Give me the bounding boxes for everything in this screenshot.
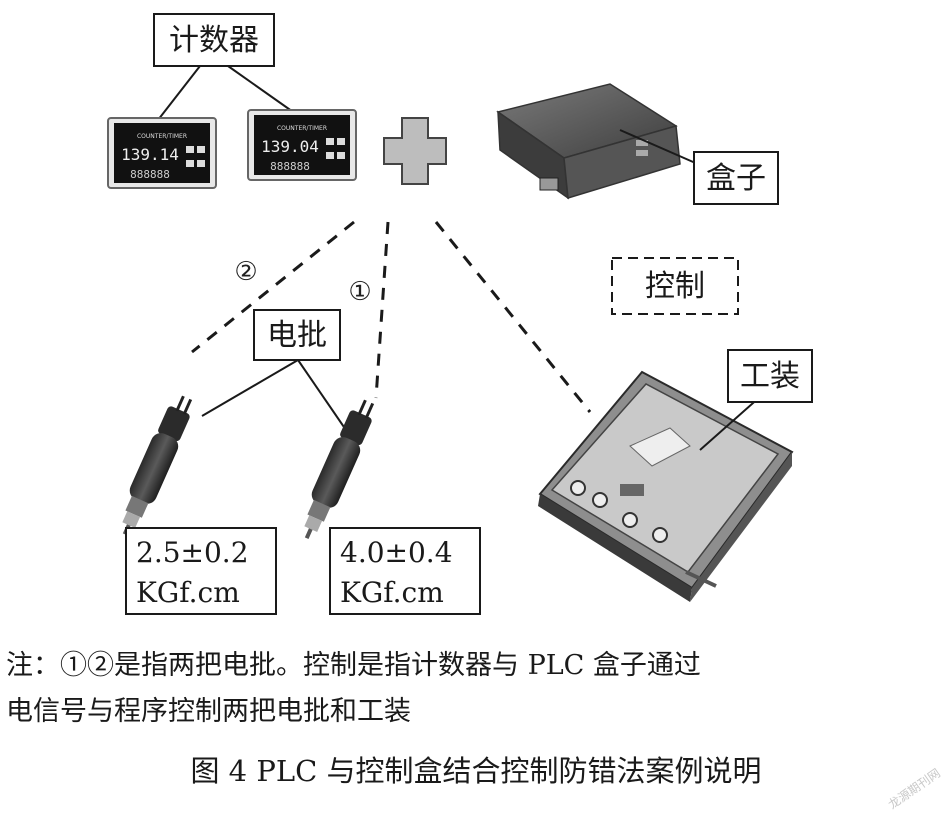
counter-2-header: COUNTER/TIMER (277, 125, 327, 132)
link-line-one (374, 221, 390, 399)
counter-2-bottom-value: 888888 (270, 160, 310, 173)
counter-device-1: COUNTER/TIMER 139.14 888888 (107, 117, 217, 189)
counter-label: 计数器 (169, 23, 259, 58)
plc-box-device (496, 83, 681, 200)
screwdriver-connector-right (297, 359, 347, 431)
box-connector (619, 129, 701, 166)
fixture-label-box: 工装 (727, 349, 813, 403)
counter-device-2: COUNTER/TIMER 139.04 888888 (247, 109, 357, 181)
spec-box-right: 4.0±0.4 KGf.cm (329, 527, 481, 615)
spec-right-value: 4.0±0.4 (340, 536, 453, 569)
control-label-box: 控制 (611, 257, 739, 315)
counter-1-top-value: 139.14 (121, 145, 179, 164)
counter-1-header: COUNTER/TIMER (137, 133, 187, 140)
counter-label-box: 计数器 (153, 13, 275, 67)
screwdriver-label-box: 电批 (253, 309, 341, 361)
figure-caption: 图 4 PLC 与控制盒结合控制防错法案例说明 (190, 754, 762, 788)
screwdriver-label: 电批 (267, 318, 327, 353)
counter-connector-left (157, 65, 201, 121)
screwdriver-device-2 (304, 399, 375, 540)
screwdriver-device-1 (122, 395, 193, 536)
note-line-2: 电信号与程序控制两把电批和工装 (6, 696, 411, 727)
fixture-label: 工装 (740, 359, 800, 394)
plus-icon (383, 117, 447, 185)
fixture-device (538, 370, 794, 602)
spec-left-value: 2.5±0.2 (136, 536, 249, 569)
note-line-1: 注：①②是指两把电批。控制是指计数器与 PLC 盒子通过 (6, 650, 701, 681)
box-label-box: 盒子 (693, 151, 779, 205)
control-label: 控制 (645, 269, 705, 304)
counter-connector-right (227, 65, 297, 115)
spec-right-unit: KGf.cm (340, 576, 444, 609)
marker-two: ② (234, 257, 257, 287)
counter-1-bottom-value: 888888 (130, 168, 170, 181)
plc-control-diagram: 计数器 COUNTER/TIMER 139.14 888888 COUNTER/… (107, 13, 813, 615)
counter-2-top-value: 139.04 (261, 137, 319, 156)
marker-one: ① (348, 277, 371, 307)
spec-box-left: 2.5±0.2 KGf.cm (125, 527, 277, 615)
spec-left-unit: KGf.cm (136, 576, 240, 609)
box-label: 盒子 (706, 161, 766, 196)
link-line-control (434, 221, 592, 413)
note: 注：①②是指两把电批。控制是指计数器与 PLC 盒子通过 电信号与程序控制两把电… (6, 643, 936, 735)
screwdriver-connector-left (201, 359, 299, 417)
